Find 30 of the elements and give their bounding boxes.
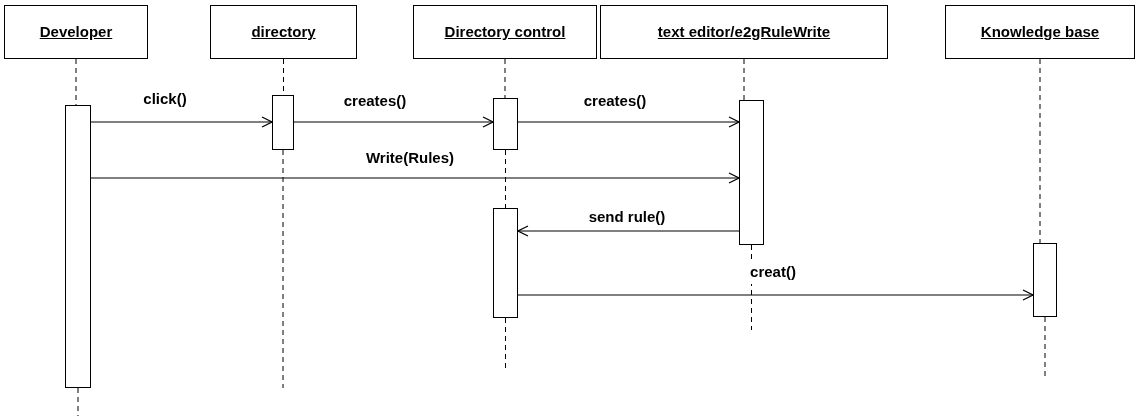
object-box (600, 5, 888, 59)
object-box (413, 5, 597, 59)
message-arrow (90, 172, 740, 184)
object-name: Directory control (444, 21, 566, 42)
activation-bar (739, 100, 764, 245)
object-name: directory (251, 21, 316, 42)
activation-bar (493, 208, 518, 318)
lifeline (751, 244, 752, 331)
message-arrow (293, 116, 494, 128)
lifeline (743, 58, 745, 101)
message-arrow (90, 116, 273, 128)
activation-bar (65, 105, 91, 388)
activation-bar (272, 95, 294, 150)
lifeline (505, 317, 506, 369)
lifeline (504, 58, 506, 99)
lifeline (505, 149, 506, 209)
lifeline (282, 149, 284, 389)
lifeline (1039, 58, 1041, 244)
message-arrow (517, 225, 740, 237)
object-box (4, 5, 148, 59)
activation-bar (1033, 243, 1057, 317)
lifeline (77, 387, 79, 417)
object-box (945, 5, 1135, 59)
message-arrow (517, 289, 1034, 301)
message-arrow (517, 116, 740, 128)
object-name: text editor/e2gRuleWrite (657, 21, 831, 42)
object-box (210, 5, 357, 59)
object-name: Knowledge base (980, 21, 1100, 42)
object-name: Developer (39, 21, 113, 42)
activation-bar (493, 98, 518, 150)
